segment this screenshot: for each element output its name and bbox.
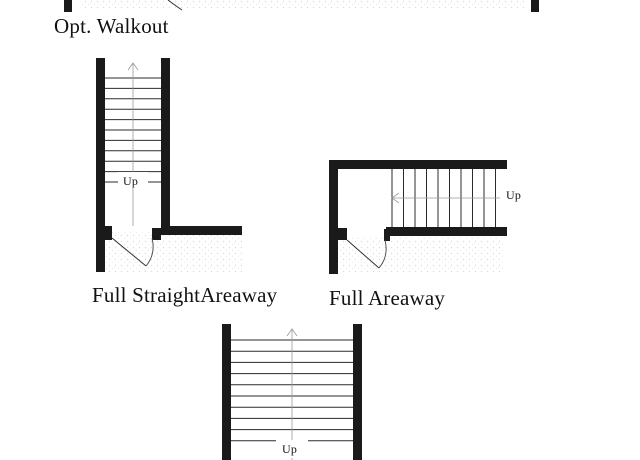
straight-up-bg	[118, 172, 148, 188]
full-areaway-plan	[329, 160, 528, 274]
straight-wall-left	[96, 58, 105, 272]
walkout-hatch	[80, 0, 525, 10]
areaway-wall-bottom	[386, 227, 507, 236]
up-arrow-icon	[127, 62, 139, 71]
areaway-door-leaf	[346, 239, 380, 269]
bottom-wall-left	[222, 324, 231, 460]
areaway-up-bg	[500, 186, 528, 204]
up-arrow-icon	[391, 192, 400, 204]
straight-hatch	[104, 232, 242, 272]
straight-areaway-plan	[96, 58, 242, 272]
areaway-up-label: Up	[506, 188, 522, 202]
walkout-wall-left	[64, 0, 72, 12]
straight-door-jamb-left	[104, 226, 112, 240]
door-swing-icon	[145, 237, 154, 267]
areaway-hatch	[338, 236, 504, 274]
areaway-wall-top	[329, 160, 507, 169]
areaway-door-jamb-left	[338, 228, 347, 240]
up-arrow-icon	[286, 328, 298, 337]
walkout-plan	[64, 0, 539, 12]
straight-up-label: Up	[123, 174, 139, 188]
straight-wall-return	[161, 226, 242, 235]
door-swing-icon	[378, 239, 387, 269]
full-areaway-label: Full Areaway	[329, 286, 446, 310]
walkout-label: Opt. Walkout	[54, 14, 169, 38]
straight-door-jamb-right	[152, 228, 161, 240]
straight-areaway-label: Full StraightAreaway	[92, 283, 278, 307]
straight-wall-right	[161, 58, 170, 228]
walkout-door-swing-icon	[167, 0, 183, 11]
areaway-wall-left	[329, 160, 338, 274]
areaway-door-jamb-right	[384, 229, 390, 241]
walkout-wall-right	[531, 0, 539, 12]
bottom-up-label: Up	[282, 442, 298, 456]
bottom-wall-right	[353, 324, 362, 460]
straight-door-leaf	[111, 237, 147, 267]
bottom-stair-plan	[222, 324, 362, 460]
bottom-up-bg	[276, 440, 308, 458]
